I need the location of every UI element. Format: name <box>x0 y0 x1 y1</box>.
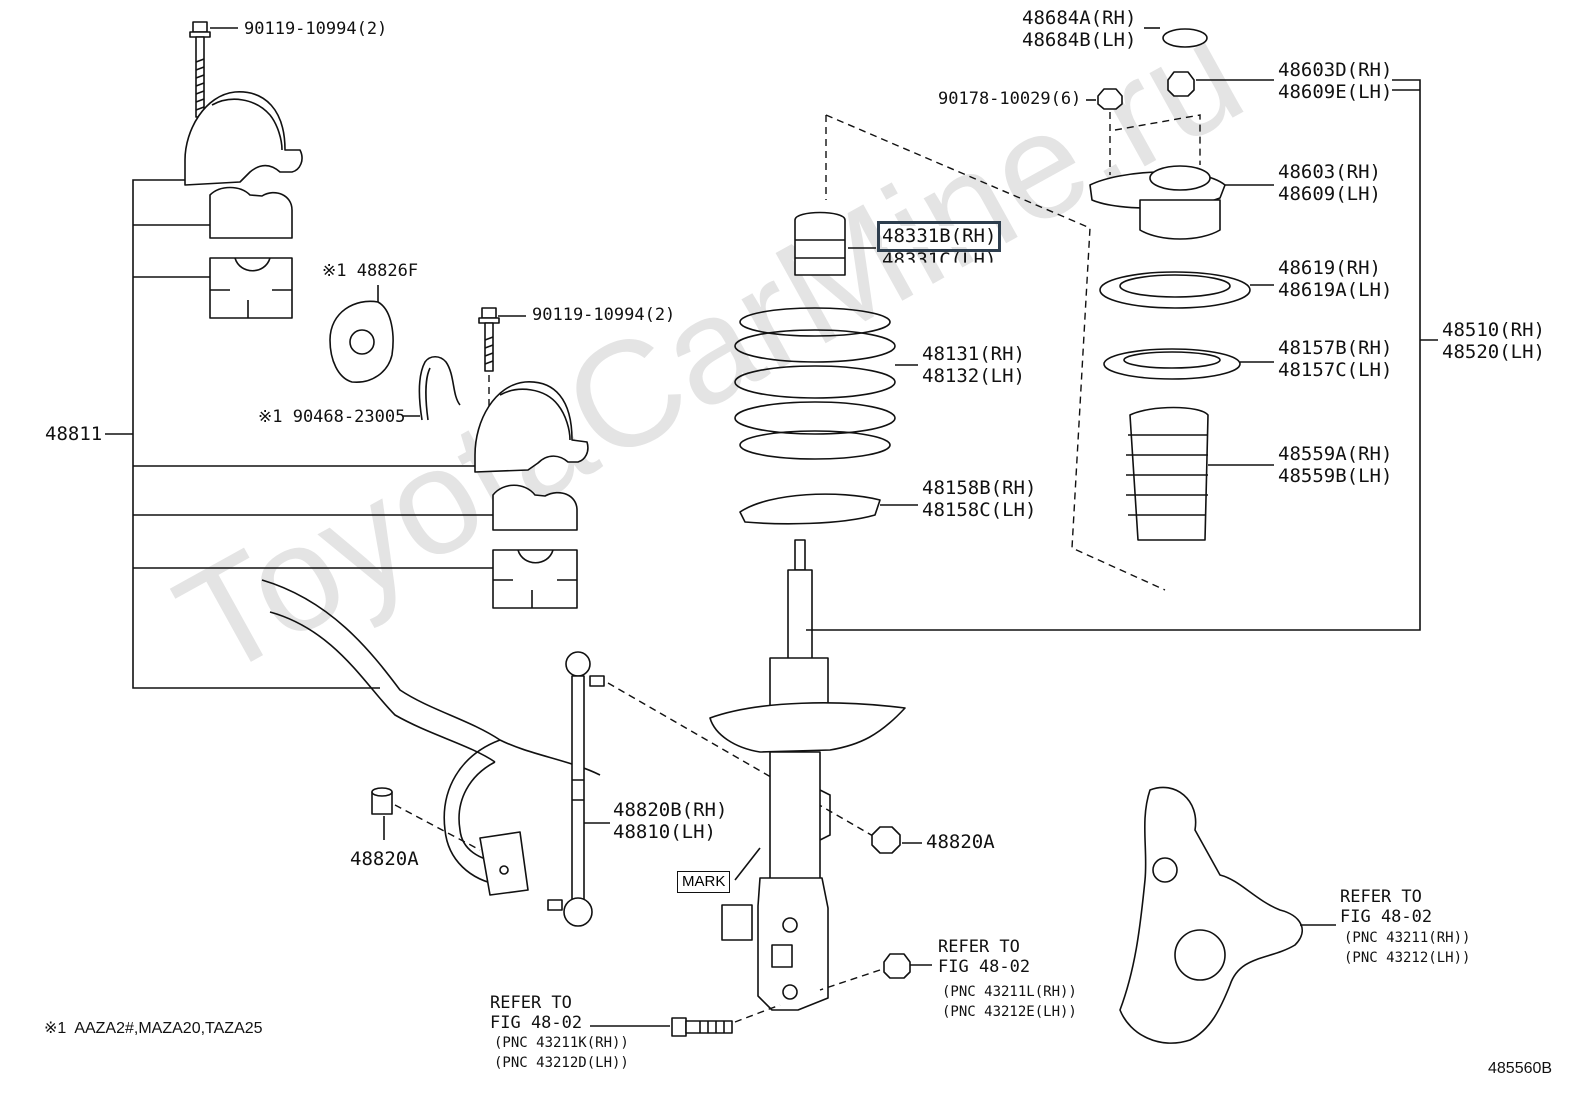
label-48559b: 48559B(LH) <box>1278 465 1393 487</box>
part-48820b-link <box>547 651 881 927</box>
ref-middle-pnc1: (PNC 43211L(RH)) <box>942 984 1077 1000</box>
label-48510: 48510(RH) <box>1442 319 1545 341</box>
footnote: ※1 AAZA2#,MAZA20,TAZA25 <box>44 1020 263 1037</box>
label-48820a-left: 48820A <box>350 848 419 870</box>
stabilizer-bracket-upper <box>184 91 303 319</box>
label-48520: 48520(LH) <box>1442 341 1545 363</box>
label-48684b: 48684B(LH) <box>1022 29 1137 51</box>
label-48331b[interactable]: 48331B(RH) <box>876 221 1002 252</box>
stabilizer-bracket-lower <box>474 381 589 609</box>
part-48603-mount <box>1089 165 1274 240</box>
label-48131: 48131(RH) <box>922 343 1025 365</box>
part-48820a-left <box>371 787 481 851</box>
label-48158b: 48158B(RH) <box>922 477 1037 499</box>
bracket-48811 <box>105 179 493 689</box>
label-48603d: 48603D(RH) <box>1278 59 1393 81</box>
ref-bottom-fig[interactable]: FIG 48-02 <box>490 1013 583 1033</box>
label-48132: 48132(LH) <box>922 365 1025 387</box>
part-48559-boot <box>1126 406 1274 541</box>
part-48619-seat <box>1099 271 1274 309</box>
ref-right-fig[interactable]: FIG 48-02 <box>1340 907 1433 927</box>
ref-right-title: REFER TO <box>1340 887 1422 907</box>
label-48826f: ※1 48826F <box>322 261 419 281</box>
part-48820a-right <box>871 826 922 854</box>
label-48609e: 48609E(LH) <box>1278 81 1393 103</box>
ref-bottom-pnc1: (PNC 43211K(RH)) <box>494 1035 629 1051</box>
part-90178-nut <box>1086 88 1201 175</box>
label-48331c: 48331C(LH) <box>882 249 997 271</box>
ref-bottom-pnc2: (PNC 43212D(LH)) <box>494 1055 629 1071</box>
label-90178: 90178-10029(6) <box>938 89 1082 109</box>
part-48158-insulator <box>739 493 918 525</box>
ref-bottom-title: REFER TO <box>490 993 572 1013</box>
label-48619a: 48619A(LH) <box>1278 279 1393 301</box>
label-48157c: 48157C(LH) <box>1278 359 1393 381</box>
label-48603: 48603(RH) <box>1278 161 1381 183</box>
label-90119-mid: 90119-10994(2) <box>532 305 676 325</box>
ref-middle-title: REFER TO <box>938 937 1020 957</box>
part-48603d-nut <box>1167 71 1274 97</box>
bolt-top <box>189 21 238 180</box>
strut-assembly <box>709 539 906 1011</box>
steering-knuckle <box>1119 786 1336 1044</box>
part-48826f <box>329 285 394 383</box>
label-48684a: 48684A(RH) <box>1022 7 1137 29</box>
ref-middle-pnc2: (PNC 43212E(LH)) <box>942 1004 1077 1020</box>
label-48820b: 48820B(RH) <box>613 799 728 821</box>
label-48559a: 48559A(RH) <box>1278 443 1393 465</box>
label-48609: 48609(LH) <box>1278 183 1381 205</box>
label-90119-top: 90119-10994(2) <box>244 19 388 39</box>
label-48811: 48811 <box>45 423 103 445</box>
label-48619: 48619(RH) <box>1278 257 1381 279</box>
ref-right-pnc1: (PNC 43211(RH)) <box>1344 930 1471 946</box>
strut-nut <box>819 953 932 991</box>
part-48331-bump-stop <box>794 211 876 276</box>
label-90468: ※1 90468-23005 <box>258 407 406 427</box>
part-48131-coil-spring <box>734 307 918 460</box>
part-48684-cap <box>1144 27 1208 48</box>
part-48157-bearing <box>1103 348 1274 380</box>
part-90468 <box>402 355 461 421</box>
label-48820a-right: 48820A <box>926 831 995 853</box>
figure-id: 485560B <box>1488 1060 1553 1077</box>
ref-right-pnc2: (PNC 43212(LH)) <box>1344 950 1471 966</box>
ref-middle-fig[interactable]: FIG 48-02 <box>938 957 1031 977</box>
label-48810: 48810(LH) <box>613 821 716 843</box>
stabilizer-bar <box>261 579 601 896</box>
label-48158c: 48158C(LH) <box>922 499 1037 521</box>
strut-bolt <box>590 1004 781 1037</box>
mark-label: MARK <box>677 871 731 893</box>
label-48157b: 48157B(RH) <box>1278 337 1393 359</box>
bolt-mid <box>478 307 526 430</box>
